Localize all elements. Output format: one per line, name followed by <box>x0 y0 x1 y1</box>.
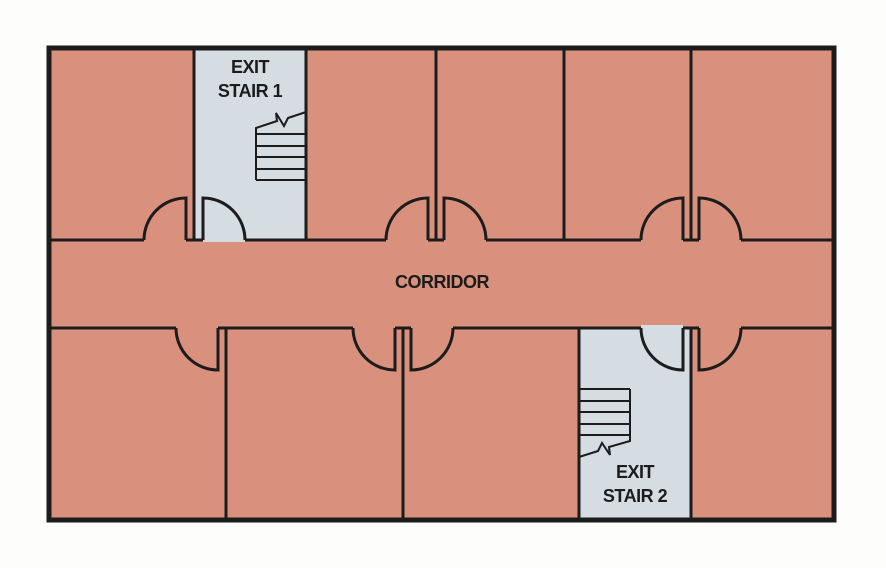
exit-stair-1 <box>194 48 306 240</box>
stair-2-steps-icon <box>578 388 631 458</box>
door-room-7[interactable] <box>351 327 397 372</box>
walls-top <box>49 48 834 242</box>
walls-bottom <box>49 326 834 520</box>
stair-1-label-line2: STAIR 1 <box>218 81 283 101</box>
door-room-6[interactable] <box>174 327 220 372</box>
door-room-8[interactable] <box>409 327 455 372</box>
outer-wall <box>46 45 837 523</box>
stair-1-opening <box>203 236 245 242</box>
door-room-2[interactable] <box>384 196 430 241</box>
door-room-5[interactable] <box>697 196 743 241</box>
floor-area <box>47 46 836 522</box>
door-room-9[interactable] <box>697 327 743 372</box>
doors-top <box>142 196 743 241</box>
door-room-1[interactable] <box>142 196 188 241</box>
door-stair-2[interactable] <box>639 327 685 372</box>
door-stair-1[interactable] <box>201 196 247 241</box>
doors-bottom <box>174 327 743 372</box>
stair-1-steps-icon <box>255 111 307 181</box>
stair-2-opening <box>641 325 683 331</box>
corridor-label: CORRIDOR <box>395 272 489 292</box>
stair-2-label-line2: STAIR 2 <box>603 486 668 506</box>
door-room-3[interactable] <box>442 196 488 241</box>
stair-1-label-line1: EXIT <box>231 57 270 77</box>
stair-2-label-line1: EXIT <box>616 462 655 482</box>
door-room-4[interactable] <box>639 196 685 241</box>
